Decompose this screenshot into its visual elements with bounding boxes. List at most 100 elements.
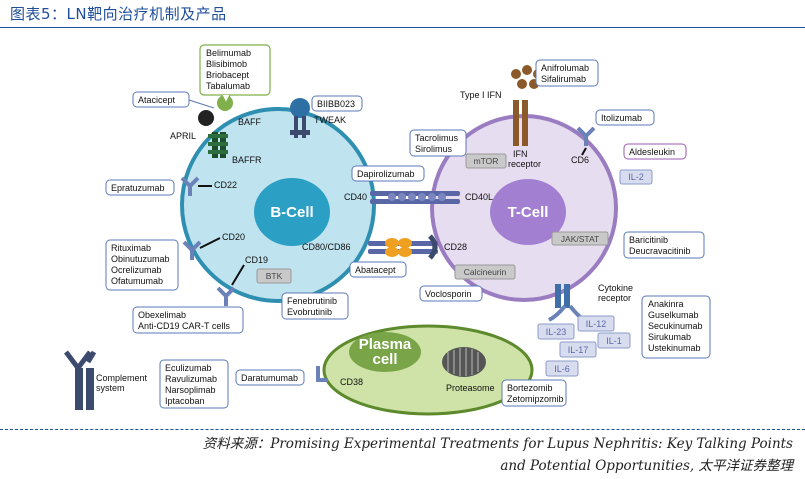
- voclosporin-box: [419, 285, 483, 302]
- tweak-drug-label: BIIBB023: [317, 99, 355, 109]
- complement-system-icon: [64, 350, 97, 410]
- cd80-cd28-link: [368, 234, 438, 260]
- cd19-label: CD19: [245, 255, 268, 265]
- daratumumab-box: [235, 369, 305, 386]
- cd6-block-line: [581, 147, 587, 156]
- cd80-cd86-label: CD80/CD86: [302, 242, 351, 252]
- abatacept-label: Abatacept: [355, 265, 396, 275]
- jak-drug-box: [623, 231, 705, 259]
- lupus-nephritis-diagram: B-Cell T-Cell Plasma cell Proteasome: [64, 44, 711, 416]
- atacicept-box: [132, 91, 190, 108]
- il2-receptor-box: [619, 169, 653, 185]
- complement-drug-3: Narsoplimab: [165, 385, 216, 395]
- baff-drug-3: Briobacept: [206, 70, 250, 80]
- proteasome-icon: [442, 347, 486, 377]
- btk-drug-box: [281, 292, 349, 320]
- source-line-1: 资料来源：Promising Experimental Treatments f…: [202, 436, 793, 452]
- baff-label: BAFF: [238, 117, 262, 127]
- antibody-cd19-icon: [216, 286, 236, 306]
- mtor-label: mTOR: [474, 156, 499, 166]
- tweak-receptor-icon: [290, 98, 310, 138]
- proteasome-drug-box: [501, 379, 567, 407]
- ifn-drug-2: Sifalirumab: [541, 74, 586, 84]
- ifn-drug-1: Anifrolumab: [541, 63, 589, 73]
- il17-box: [559, 341, 597, 358]
- plasma-cell: Plasma cell Proteasome: [322, 324, 534, 416]
- cytokine-drug-2: Guselkumab: [648, 310, 699, 320]
- cd19-drug-2: Anti-CD19 CAR-T cells: [138, 321, 230, 331]
- complement-drug-2: Ravulizumab: [165, 374, 217, 384]
- t-cell-nucleus: [490, 179, 566, 245]
- cd38-label: CD38: [340, 377, 363, 387]
- cd40l-label: CD40L: [465, 192, 493, 202]
- jak-stat-label: JAK/STAT: [561, 234, 599, 244]
- baff-drug-4: Tabalumab: [206, 81, 250, 91]
- proteasome-drug-2: Zetomipzomib: [507, 394, 564, 404]
- plasma-label-1: Plasma: [359, 336, 412, 353]
- btk-label: BTK: [266, 271, 283, 281]
- plasma-label-2: cell: [372, 351, 397, 368]
- april-label: APRIL: [170, 131, 196, 141]
- t-cell-label: T-Cell: [508, 204, 549, 221]
- cd20-label: CD20: [222, 232, 245, 242]
- page-title: 图表5：LN靶向治疗机制及产品: [10, 5, 227, 23]
- mtor-drug-2: Sirolimus: [415, 144, 453, 154]
- source-divider: [0, 429, 805, 430]
- baff-drug-1: Belimumab: [206, 48, 251, 58]
- antibody-cd22-icon: [180, 176, 200, 196]
- cytokine-drug-box: [641, 295, 711, 359]
- ifn-receptor-label-2: receptor: [508, 159, 541, 169]
- itolizumab-box: [595, 109, 655, 126]
- cytokine-drug-1: Anakinra: [648, 299, 684, 309]
- cd20-block-line: [199, 237, 221, 249]
- aldesleukin-box: [623, 143, 687, 160]
- il6-label: IL-6: [554, 364, 570, 374]
- cd40-label: CD40: [344, 192, 367, 202]
- baff-icon: [217, 95, 233, 111]
- cd19-block-line: [231, 264, 245, 286]
- cd22-label: CD22: [214, 180, 237, 190]
- calcineurin-label: Calcineurin: [464, 267, 507, 277]
- cytokine-label-1: Cytokine: [598, 283, 633, 293]
- cytokine-drug-5: Ustekinumab: [648, 343, 701, 353]
- dapirolizumab-box: [351, 165, 425, 182]
- cytokine-drug-4: Sirukumab: [648, 332, 691, 342]
- dapirolizumab-label: Dapirolizumab: [357, 169, 415, 179]
- cd28-label: CD28: [444, 242, 467, 252]
- source-line-2: and Potential Opportunities, 太平洋证券整理: [500, 458, 793, 474]
- cd19-drug-box: [132, 306, 244, 334]
- title-divider: [0, 27, 805, 28]
- jak-drug-1: Baricitinib: [629, 235, 668, 245]
- complement-label-1: Complement: [96, 373, 148, 383]
- complement-drug-1: Eculizumab: [165, 363, 212, 373]
- cd20-drug-2: Obinutuzumab: [111, 254, 170, 264]
- jak-stat-box: [551, 231, 609, 246]
- jak-drug-2: Deucravacitinib: [629, 246, 691, 256]
- baff-drug-box: [199, 44, 271, 96]
- b-cell: B-Cell: [180, 107, 376, 303]
- cd6-label: CD6: [571, 155, 589, 165]
- b-cell-nucleus: [254, 178, 330, 246]
- plasma-nucleus: [349, 332, 421, 372]
- baffr-label: BAFFR: [232, 155, 262, 165]
- voclosporin-label: Voclosporin: [425, 289, 472, 299]
- complement-drug-box: [159, 359, 229, 409]
- tweak-label: TWEAK: [314, 115, 346, 125]
- il23-box: [537, 323, 575, 340]
- mtor-drug-1: Tacrolimus: [415, 133, 459, 143]
- aldesleukin-label: Aldesleukin: [629, 147, 675, 157]
- baff-drug-2: Blisibimob: [206, 59, 247, 69]
- calcineurin-box: [454, 264, 516, 280]
- cd20-drug-box: [105, 239, 179, 291]
- baffr-receptor-icon: [208, 132, 228, 158]
- abatacept-box: [349, 261, 407, 278]
- interleukin-boxes: IL-12 IL-23 IL-1 IL-17 IL-6: [537, 315, 631, 377]
- il12-box: [577, 315, 615, 332]
- ifn-receptor-label-1: IFN: [513, 149, 528, 159]
- il12-label: IL-12: [586, 319, 607, 329]
- btk-drug-2: Evobrutinib: [287, 307, 332, 317]
- cd19-drug-1: Obexelimab: [138, 310, 186, 320]
- il1-box: [597, 332, 631, 349]
- mtor-box: [465, 153, 507, 169]
- cytokine-drug-3: Secukinumab: [648, 321, 703, 331]
